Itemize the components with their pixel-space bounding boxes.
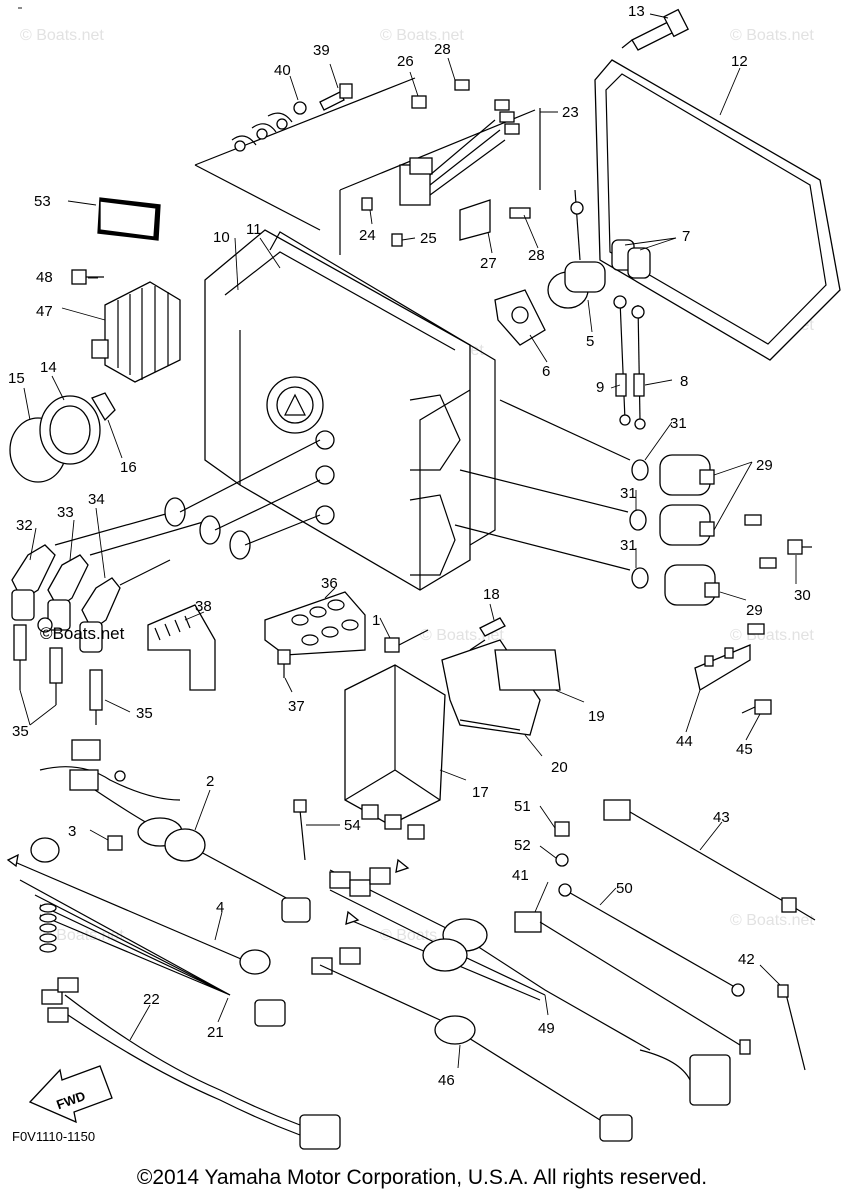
watermark: © Boats.net [40, 927, 124, 944]
callout-45: 45 [736, 741, 753, 758]
left-upper-parts [9, 197, 181, 483]
wiring-harnesses: FWD [6, 739, 816, 1150]
callout-46: 46 [438, 1072, 455, 1089]
callout-2: 2 [206, 773, 214, 790]
gasket-12 [594, 59, 841, 361]
copyright-notice: ©2014 Yamaha Motor Corporation, U.S.A. A… [136, 1166, 708, 1189]
callout-43: 43 [713, 809, 730, 826]
watermark: © Boats.net [730, 627, 814, 644]
callout-16: 16 [120, 459, 137, 476]
callout-7: 7 [682, 228, 690, 245]
figure-code: F0V1110-1150 [12, 1129, 96, 1144]
callout-35b: 35 [136, 705, 153, 722]
callout-9: 9 [596, 379, 604, 396]
callout-5: 5 [586, 333, 594, 350]
callout-32: 32 [16, 517, 33, 534]
callout-14: 14 [40, 359, 57, 376]
callout-38: 38 [195, 598, 212, 615]
callout-40: 40 [274, 62, 291, 79]
callout-29a: 29 [756, 457, 773, 474]
ignition-coils [454, 399, 812, 635]
callout-39: 39 [313, 42, 330, 59]
callout-31a: 31 [670, 415, 687, 432]
callout-30: 30 [794, 587, 811, 604]
callout-11: 11 [246, 221, 262, 238]
callout-24: 24 [359, 227, 376, 244]
overlay-watermark: ©Boats.net [40, 624, 125, 643]
callout-41: 41 [512, 867, 529, 884]
callout-17: 17 [472, 784, 489, 801]
callout-31c: 31 [620, 537, 637, 554]
callout-42: 42 [738, 951, 755, 968]
watermark: © Boats.net [730, 27, 814, 44]
callout-37: 37 [288, 698, 305, 715]
callout-15: 15 [8, 370, 25, 387]
callout-33: 33 [57, 504, 74, 521]
watermark: © Boats.net [730, 912, 814, 929]
watermark: © Boats.net [20, 27, 104, 44]
callout-54: 54 [344, 817, 361, 834]
bracket-assembly [204, 229, 496, 591]
callout-27: 27 [480, 255, 497, 272]
callout-19: 19 [588, 708, 605, 725]
ecu-assembly [344, 617, 772, 840]
relay-parts [494, 189, 651, 430]
callout-35a: 35 [12, 723, 29, 740]
watermark: © Boats.net [380, 27, 464, 44]
callout-49: 49 [538, 1020, 555, 1037]
callout-3: 3 [68, 823, 76, 840]
callout-10: 10 [213, 229, 230, 246]
connector-cluster [194, 77, 541, 255]
callout-29b: 29 [746, 602, 763, 619]
callout-26: 26 [397, 53, 414, 70]
callout-1: 1 [372, 612, 380, 629]
spark-plug-caps [11, 439, 321, 725]
callout-44: 44 [676, 733, 693, 750]
clamp-36 [264, 591, 429, 678]
screw-13 [621, 8, 689, 51]
callout-28a: 28 [434, 41, 451, 58]
callout-13: 13 [628, 3, 645, 20]
callout-20: 20 [551, 759, 568, 776]
callout-51: 51 [514, 798, 531, 815]
callout-34: 34 [88, 491, 105, 508]
callout-25: 25 [420, 230, 437, 247]
callout-36: 36 [321, 575, 338, 592]
callout-52: 52 [514, 837, 531, 854]
callout-4: 4 [216, 899, 224, 916]
callout-18: 18 [483, 586, 500, 603]
callout-28b: 28 [528, 247, 545, 264]
callout-53: 53 [34, 193, 51, 210]
callout-48: 48 [36, 269, 53, 286]
callout-21: 21 [207, 1024, 224, 1041]
callout-12: 12 [731, 53, 748, 70]
callout-numbers: 1 2 3 4 5 6 7 8 9 10 11 12 13 14 15 16 1… [8, 3, 811, 1089]
callout-50: 50 [616, 880, 633, 897]
callout-22: 22 [143, 991, 160, 1008]
callout-31b: 31 [620, 485, 637, 502]
callout-47: 47 [36, 303, 53, 320]
leader-lines [18, 7, 797, 1069]
callout-6: 6 [542, 363, 550, 380]
callout-8: 8 [680, 373, 688, 390]
callout-23: 23 [562, 104, 579, 121]
